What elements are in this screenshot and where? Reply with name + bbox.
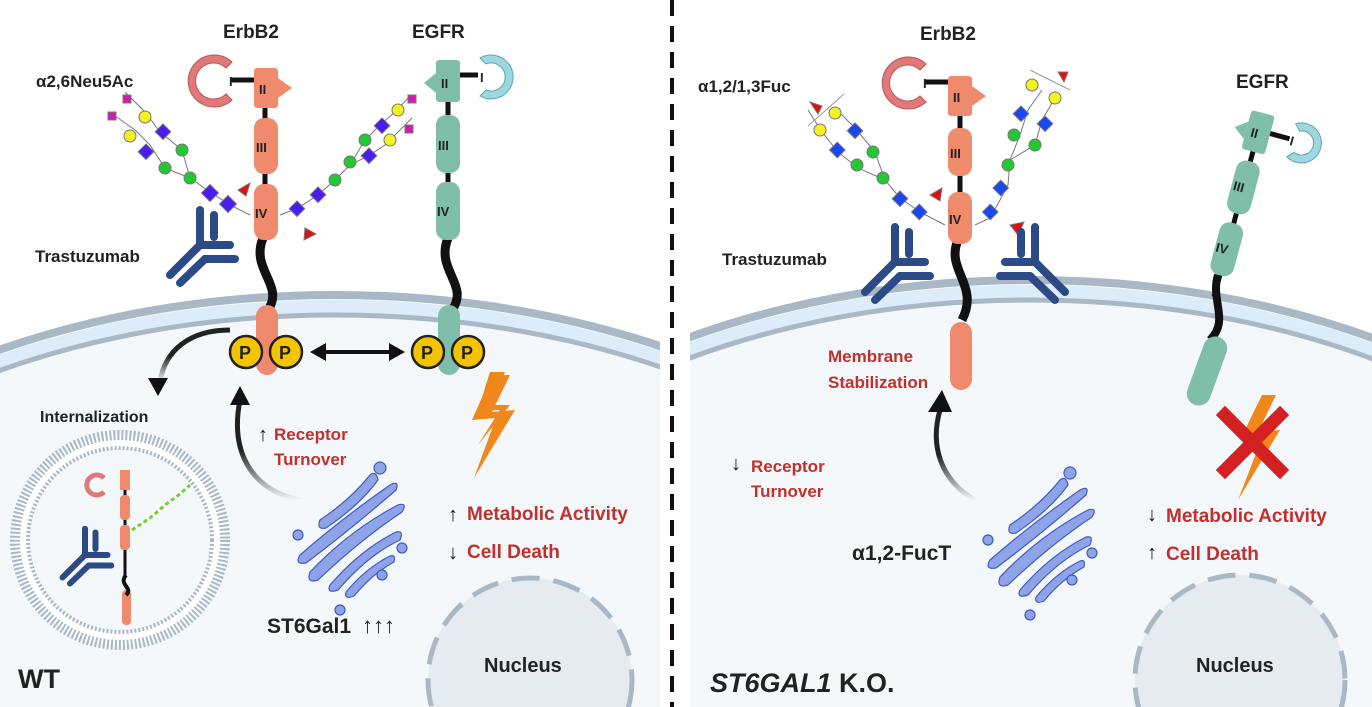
phospho-label: P [461, 343, 473, 363]
domain-ii: II [441, 76, 448, 91]
membrane-stabilization-label: Membrane [828, 347, 913, 366]
endosome-vesicle [10, 430, 230, 650]
enzyme-label: α1,2-FucT [852, 542, 951, 565]
dimerization-arrow [310, 343, 405, 361]
receptor-turnover-label: Receptor [274, 425, 348, 444]
cell-membrane-inner [0, 312, 660, 374]
metabolic-activity-label: Metabolic Activity [467, 504, 628, 525]
domain-i: I [229, 74, 233, 89]
egfr-label: EGFR [1236, 72, 1289, 93]
enzyme-upregulation-icon: ↑↑↑ [362, 613, 395, 638]
egfr-receptor-ko: II I III IV [1210, 110, 1322, 298]
nucleus [425, 575, 635, 707]
phospho-label: P [239, 343, 251, 363]
internalization-label: Internalization [40, 409, 148, 426]
glycan-right-b [974, 69, 1071, 236]
nucleus-label: Nucleus [484, 655, 562, 677]
domain-i: I [1288, 133, 1295, 148]
erbb2-receptor-ko: I II III IV [881, 56, 986, 390]
domain-iv: IV [437, 204, 450, 219]
glycan-label: α2,6Neu5Ac [36, 72, 133, 91]
receptor-turnover-label: Turnover [751, 482, 824, 501]
membrane-stabilization-label: Stabilization [828, 373, 928, 392]
cell-membrane-outer [0, 291, 660, 355]
turnover-arrow [235, 399, 301, 503]
nucleus [1132, 572, 1348, 707]
domain-i: I [923, 76, 927, 91]
erbb2-label: ErbB2 [920, 24, 976, 45]
nucleus-label: Nucleus [1196, 655, 1274, 677]
antibody-label: Trastuzumab [35, 247, 140, 266]
up-arrow-icon: ↑ [1147, 542, 1157, 564]
enzyme-label: ST6Gal1 [267, 615, 351, 638]
domain-iii: III [256, 140, 267, 155]
phospho-label: P [421, 343, 433, 363]
egfr-label: EGFR [412, 22, 465, 43]
cell-death-label: Cell Death [1166, 544, 1259, 565]
receptor-turnover-label: Receptor [751, 457, 825, 476]
down-arrow-icon: ↓ [731, 453, 741, 475]
down-arrow-icon: ↓ [1147, 504, 1157, 526]
metabolic-activity-label: Metabolic Activity [1166, 506, 1327, 527]
domain-i: I [480, 70, 484, 85]
stabilization-arrow [933, 409, 977, 503]
down-arrow-icon: ↓ [448, 542, 458, 564]
domain-iii: III [438, 138, 449, 153]
erbb2-label: ErbB2 [223, 22, 279, 43]
condition-label-ko: ST6GAL1 K.O. [710, 668, 895, 698]
domain-iv: IV [255, 206, 268, 221]
phospho-label: P [279, 343, 291, 363]
glycan-label: α1,2/1,3Fuc [698, 77, 791, 96]
domain-ii: II [259, 82, 266, 97]
phosphorylation-markers: P P P P [228, 334, 486, 370]
glycan-left-a [107, 91, 251, 216]
blocked-x-icon [1215, 405, 1290, 480]
signal-lightning-icon [472, 375, 515, 478]
egfr-intracellular [1186, 336, 1228, 406]
receptor-turnover-label: Turnover [274, 450, 347, 469]
cell-death-label: Cell Death [467, 542, 560, 563]
internalization-arrow [157, 327, 231, 383]
condition-label-wt: WT [18, 664, 60, 694]
glycan-right-a [807, 93, 946, 226]
domain-iii: III [950, 146, 961, 161]
up-arrow-icon: ↑ [448, 504, 458, 526]
domain-iv: IV [1214, 240, 1230, 258]
domain-ii: II [1249, 125, 1260, 141]
domain-iii: III [1232, 178, 1246, 195]
antibody-label: Trastuzumab [722, 250, 827, 269]
glycan-left-b [279, 94, 417, 241]
domain-iv: IV [949, 212, 962, 227]
egfr-receptor: II I III IV [424, 54, 514, 375]
domain-ii: II [953, 90, 960, 105]
up-arrow-icon: ↑ [258, 424, 268, 446]
